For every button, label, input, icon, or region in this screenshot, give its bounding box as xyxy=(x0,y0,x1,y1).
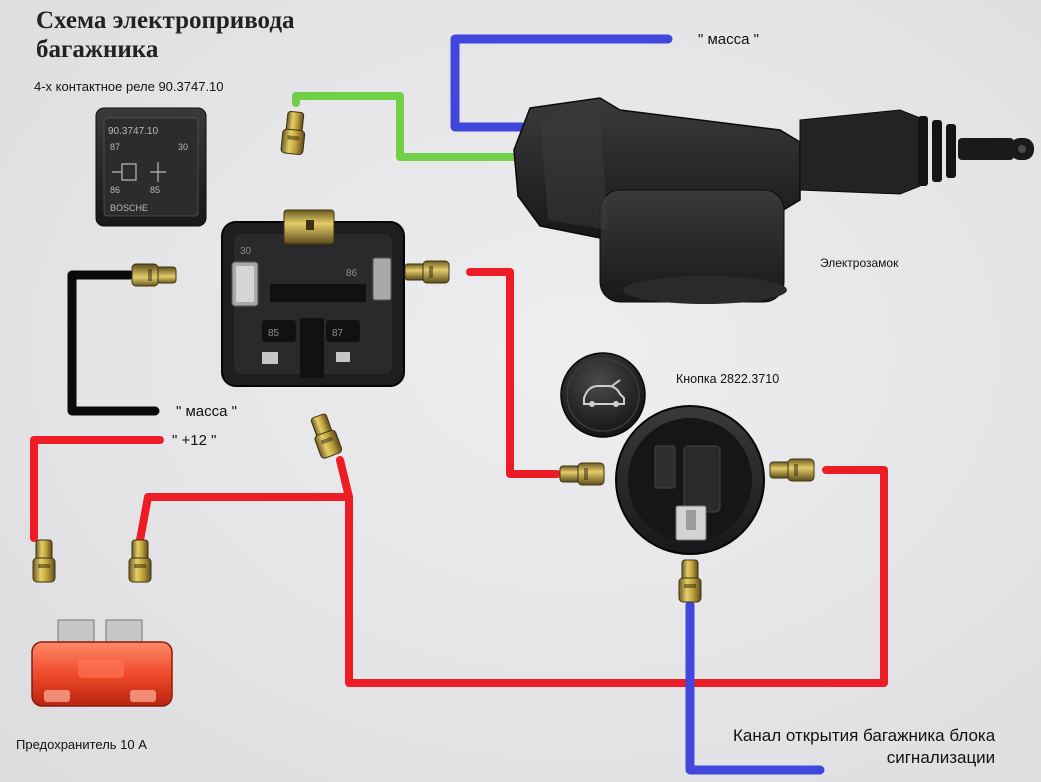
relay-pin-86: 86 xyxy=(346,268,358,279)
plus12-wire xyxy=(30,436,164,542)
relay-face-brand: BOSCHE xyxy=(110,203,148,213)
ground-label-top: " масса " xyxy=(698,31,759,48)
terminal-fuse-right xyxy=(128,539,152,583)
terminal-green xyxy=(280,110,308,156)
relay-face-model: 90.3747.10 xyxy=(108,126,158,137)
trunk-button-back xyxy=(615,405,765,555)
alarm-label-line-1: Канал открытия багажника блока xyxy=(733,726,996,745)
relay-pin-87: 87 xyxy=(332,328,344,339)
alarm-label-line-2: сигнализации xyxy=(886,748,996,767)
alarm-signal-wire xyxy=(685,600,825,775)
relay-face-87: 87 xyxy=(110,142,120,152)
relay-pin-85: 85 xyxy=(268,328,280,339)
relay-to-fuse-link xyxy=(336,456,353,501)
alarm-channel-label: Канал открытия багажника блока сигнализа… xyxy=(733,725,995,769)
ground-label-mid: " масса " xyxy=(176,403,237,420)
plus12-label: " +12 " xyxy=(172,432,217,449)
lock-control-wire xyxy=(292,92,521,161)
title-line-2: багажника xyxy=(36,36,159,63)
relay-front-photo: 90.3747.10 87 30 86 85 BOSCHE xyxy=(95,107,207,227)
relay-face-85: 85 xyxy=(150,185,160,195)
relay-power-wire xyxy=(136,466,888,687)
relay-to-button-wire xyxy=(466,268,561,478)
terminal-button-left xyxy=(559,462,605,486)
terminal-button-right xyxy=(769,458,815,482)
relay-pins-photo: 30 86 85 87 xyxy=(221,209,405,387)
ground-wire-lock xyxy=(450,34,673,132)
terminal-relay-out xyxy=(404,260,450,284)
diagram-title: Схема электропривода багажника xyxy=(36,6,294,64)
terminal-relay-power xyxy=(307,411,344,460)
fuse-label: Предохранитель 10 А xyxy=(16,737,147,752)
lock-label: Электрозамок xyxy=(820,256,899,270)
title-line-1: Схема электропривода xyxy=(36,7,295,34)
electric-lock-photo xyxy=(513,97,1034,304)
relay-face-86: 86 xyxy=(110,185,120,195)
terminal-button-bottom xyxy=(678,559,702,603)
relay-label: 4-х контактное реле 90.3747.10 xyxy=(34,79,224,94)
ground-wire-relay xyxy=(67,270,160,416)
terminal-fuse-left xyxy=(32,539,56,583)
relay-face-30: 30 xyxy=(178,142,188,152)
terminal-ground-relay xyxy=(131,263,177,287)
button-label: Кнопка 2822.3710 xyxy=(676,372,780,386)
fuse-10a xyxy=(31,619,173,707)
trunk-button-knob xyxy=(560,352,646,438)
relay-pin-30: 30 xyxy=(240,246,252,257)
